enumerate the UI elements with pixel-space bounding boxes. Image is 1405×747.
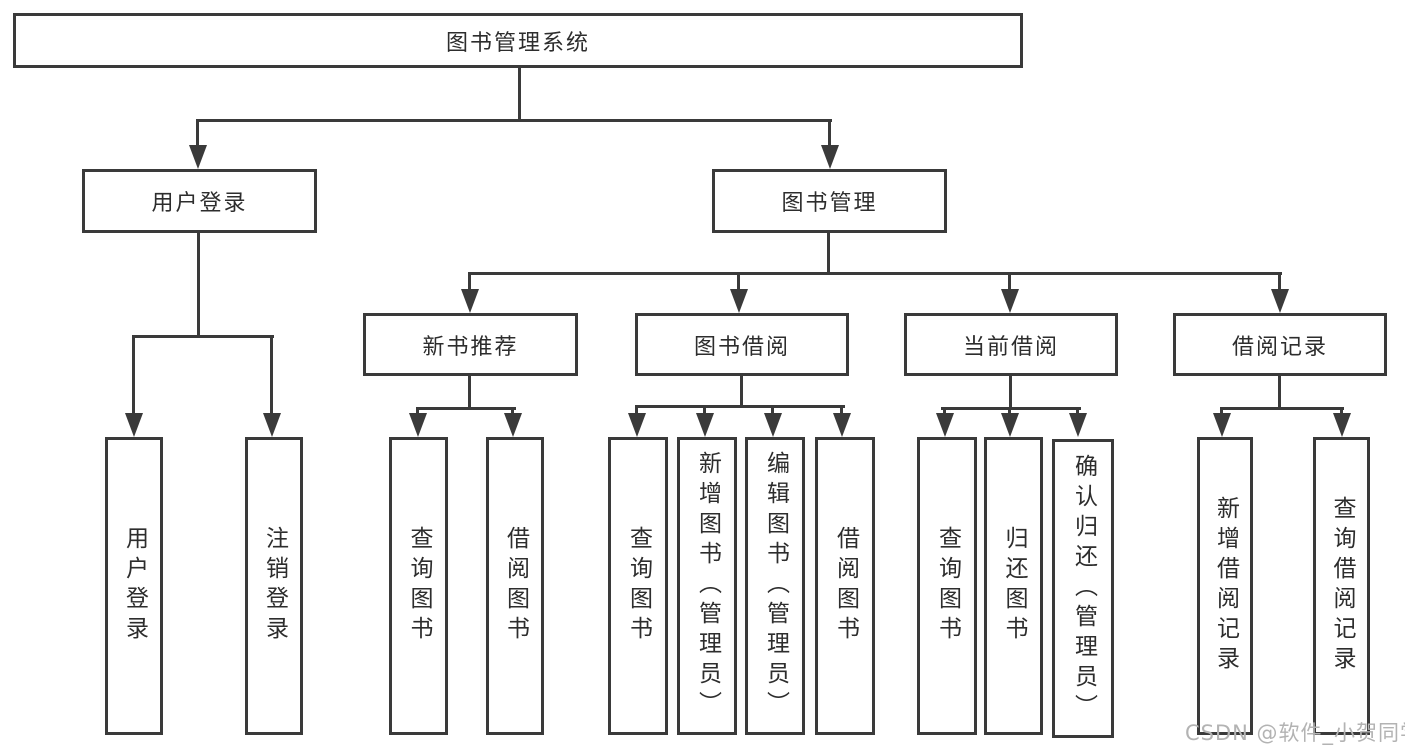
connector-vertical <box>511 407 514 415</box>
connector-vertical <box>416 407 419 415</box>
connector-horizontal <box>635 405 845 408</box>
leaf-return-book: 归还图书 <box>984 437 1043 735</box>
connector-vertical <box>771 405 774 415</box>
connector-vertical <box>196 119 199 147</box>
arrow-down-icon <box>263 413 281 437</box>
arrow-down-icon <box>833 413 851 437</box>
connector-horizontal <box>197 119 832 122</box>
arrow-down-icon <box>936 413 954 437</box>
node-new-book-recommendation: 新书推荐 <box>363 313 578 376</box>
arrow-down-icon <box>1001 289 1019 313</box>
connector-vertical <box>1278 272 1281 291</box>
connector-vertical <box>1008 272 1011 291</box>
connector-horizontal <box>132 335 274 338</box>
node-user-login: 用户登录 <box>82 169 317 233</box>
connector-vertical <box>1220 407 1223 415</box>
connector-vertical <box>1278 376 1281 409</box>
connector-vertical <box>635 405 638 415</box>
connector-vertical <box>132 335 135 415</box>
connector-horizontal <box>941 407 1081 410</box>
arrow-down-icon <box>1213 413 1231 437</box>
node-current-borrowing: 当前借阅 <box>904 313 1118 376</box>
connector-vertical <box>740 376 743 407</box>
node-label: 借阅图书 <box>832 526 859 646</box>
leaf-confirm-return-admin: 确认归还（管理员） <box>1052 439 1114 738</box>
arrow-down-icon <box>1001 413 1019 437</box>
node-label: 归还图书 <box>1001 526 1027 646</box>
arrow-down-icon <box>504 413 522 437</box>
node-label: 借阅记录 <box>1231 334 1328 360</box>
leaf-borrow-books-recommend: 借阅图书 <box>486 437 544 735</box>
node-library-system: 图书管理系统 <box>13 13 1023 68</box>
node-label: 查询图书 <box>406 526 432 646</box>
leaf-borrow-books-borrowing: 借阅图书 <box>815 437 875 735</box>
connector-horizontal <box>468 272 1282 275</box>
node-label: 查询借阅记录 <box>1329 496 1355 676</box>
node-borrowing-records: 借阅记录 <box>1173 313 1387 376</box>
arrow-down-icon <box>125 413 143 437</box>
connector-vertical <box>703 405 706 415</box>
connector-vertical <box>468 272 471 291</box>
connector-vertical <box>840 405 843 415</box>
node-label: 新增借阅记录 <box>1212 496 1239 676</box>
arrow-down-icon <box>1069 413 1087 437</box>
node-label: 图书管理 <box>781 191 878 216</box>
node-book-management: 图书管理 <box>712 169 947 233</box>
node-label: 图书借阅 <box>693 334 790 360</box>
arrow-down-icon <box>1271 289 1289 313</box>
node-label: 借阅图书 <box>502 526 529 646</box>
node-label: 用户登录 <box>121 526 148 646</box>
leaf-logout: 注销登录 <box>245 437 303 735</box>
node-label: 注销登录 <box>261 526 288 646</box>
csdn-watermark: CSDN @软件_小贺同学 <box>1185 721 1405 745</box>
arrow-down-icon <box>461 289 479 313</box>
arrow-down-icon <box>821 145 839 169</box>
leaf-add-book-admin: 新增图书（管理员） <box>677 437 737 735</box>
leaf-query-books-borrowing: 查询图书 <box>608 437 668 735</box>
connector-vertical <box>1009 376 1012 409</box>
connector-vertical <box>943 407 946 415</box>
connector-vertical <box>827 233 830 274</box>
arrow-down-icon <box>628 413 646 437</box>
arrow-down-icon <box>730 289 748 313</box>
node-label: 查询图书 <box>625 526 652 646</box>
connector-vertical <box>518 68 521 122</box>
node-label: 新书推荐 <box>422 334 519 360</box>
arrow-down-icon <box>1333 413 1351 437</box>
leaf-edit-book-admin: 编辑图书（管理员） <box>745 437 805 735</box>
node-label: 新增图书（管理员） <box>694 451 721 721</box>
connector-vertical <box>1008 407 1011 415</box>
arrow-down-icon <box>409 413 427 437</box>
node-label: 当前借阅 <box>962 334 1059 360</box>
node-book-borrowing: 图书借阅 <box>635 313 849 376</box>
node-label: 确认归还（管理员） <box>1070 453 1097 724</box>
connector-vertical <box>270 335 273 415</box>
connector-vertical <box>737 272 740 291</box>
leaf-query-books-recommend: 查询图书 <box>389 437 448 735</box>
leaf-add-borrow-record: 新增借阅记录 <box>1197 437 1253 735</box>
node-label: 编辑图书（管理员） <box>762 451 789 721</box>
connector-vertical <box>828 119 831 147</box>
arrow-down-icon <box>189 145 207 169</box>
connector-vertical <box>1076 407 1079 415</box>
connector-vertical <box>1340 407 1343 415</box>
arrow-down-icon <box>764 413 782 437</box>
connector-vertical <box>468 376 471 409</box>
connector-horizontal <box>416 407 516 410</box>
arrow-down-icon <box>696 413 714 437</box>
connector-horizontal <box>1220 407 1344 410</box>
node-label: 用户登录 <box>151 191 248 216</box>
connector-vertical <box>197 233 200 337</box>
leaf-query-books-current: 查询图书 <box>917 437 977 735</box>
node-label: 查询图书 <box>934 526 961 646</box>
leaf-user-login: 用户登录 <box>105 437 163 735</box>
leaf-query-borrow-record: 查询借阅记录 <box>1313 437 1370 735</box>
node-label: 图书管理系统 <box>445 30 590 56</box>
